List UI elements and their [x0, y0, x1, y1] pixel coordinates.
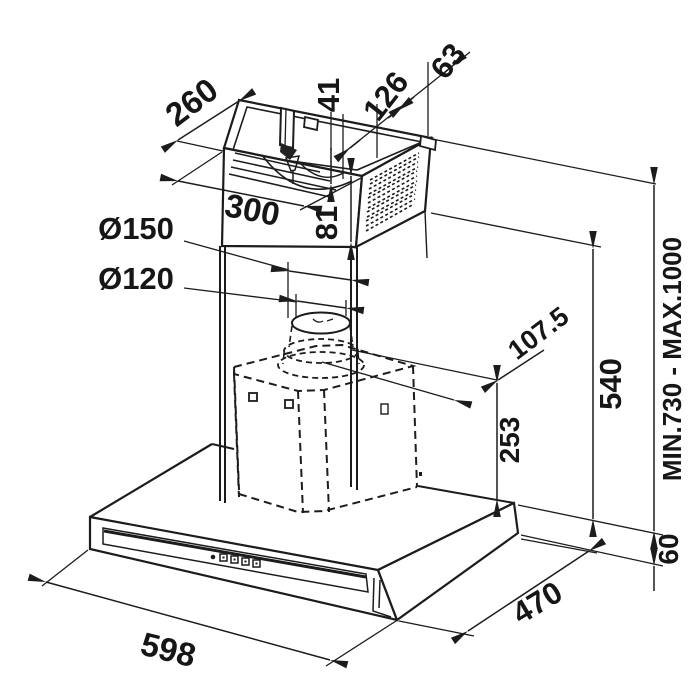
- dimension-labels: 260 300 41 126 63 81 Ø150 Ø120 107.5 540…: [98, 37, 687, 674]
- control-buttons: [210, 553, 261, 568]
- dim-260-label: 260: [158, 71, 224, 134]
- dim-41-label: 41: [311, 78, 346, 112]
- dim-598-label: 598: [137, 625, 199, 674]
- dim-81-label: 81: [309, 206, 344, 240]
- motor-housing: [233, 343, 422, 514]
- dim-60-label: 60: [653, 533, 684, 564]
- canopy: [88, 443, 520, 622]
- vent-grille-icon: [365, 152, 420, 232]
- chimney-shaft: [219, 246, 358, 503]
- dim-540-label: 540: [593, 358, 628, 410]
- mounting-bracket: [278, 106, 437, 184]
- top-duct-section: [220, 98, 437, 259]
- dim-height-range-label: MIN.730 - MAX.1000: [657, 237, 687, 481]
- dim-470-label: 470: [506, 574, 568, 631]
- dimension-annotations: [27, 51, 664, 669]
- dim-126-label: 126: [356, 65, 415, 127]
- dim-d120-label: Ø120: [98, 261, 174, 296]
- dim-63-label: 63: [423, 37, 472, 86]
- dim-1075-label: 107.5: [502, 301, 574, 366]
- dim-d150-label: Ø150: [98, 211, 174, 246]
- air-outlet-spigot: [277, 311, 365, 379]
- dim-253-label: 253: [494, 417, 525, 464]
